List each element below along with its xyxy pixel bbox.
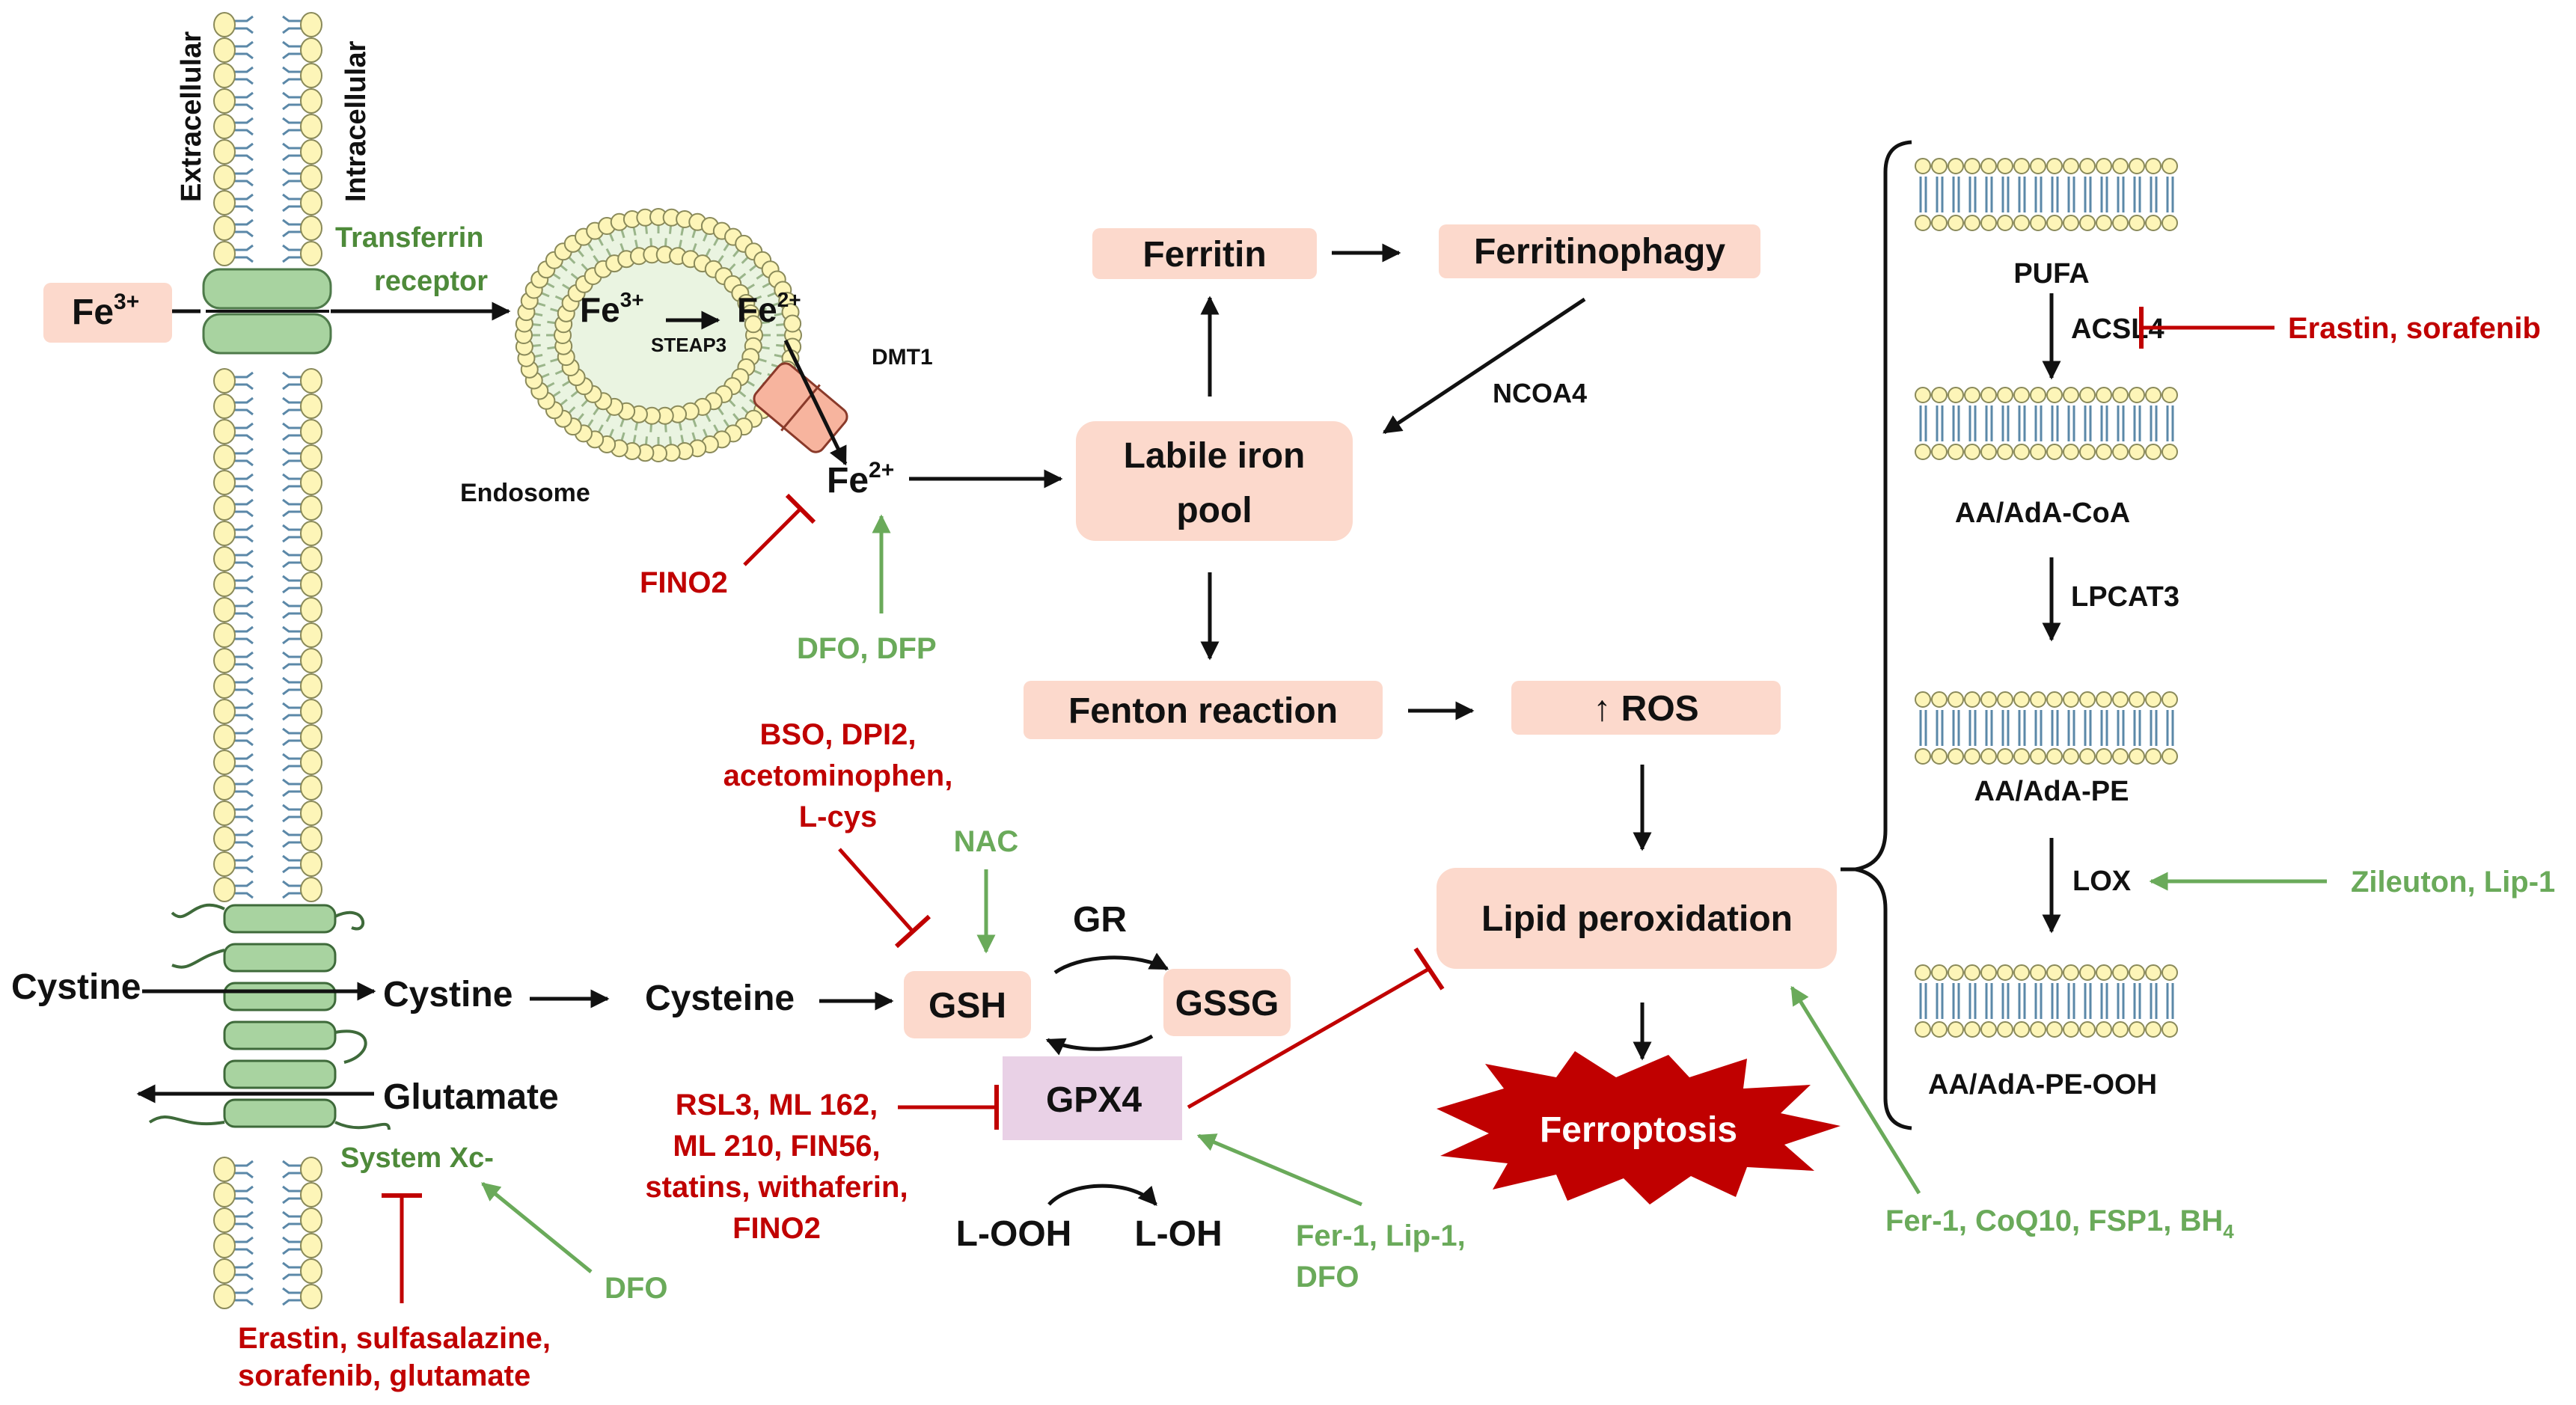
transferrin-receptor-label: Transferrin [335,222,484,254]
dmt1-label: DMT1 [872,345,933,370]
lipid-perox-activator-arrow [1790,985,1921,1195]
gpx4-inhibitor-4: FINO2 [732,1212,821,1245]
fino2-inhibit-bar [785,493,816,524]
transferrin-receptor-label-2: receptor [374,266,488,297]
system-xc-label: System Xc- [340,1142,494,1174]
looh-loh-arrow [1047,1184,1157,1206]
gsh-label: GSH [928,986,1006,1026]
fino2-inhibit-line [743,507,802,566]
cystine-intracellular: Cystine [383,975,513,1014]
gssg-label: GSSG [1175,984,1279,1023]
dfo-dfp-label: DFO, DFP [797,632,937,665]
acsl4-inhibitor: Erastin, sorafenib [2288,312,2541,345]
transferrin-receptor [202,268,332,355]
glutamate-label: Glutamate [383,1077,559,1117]
fe3-ext-label: Fe3+ [72,290,139,332]
gr-cycle-bottom [1045,1034,1154,1056]
gsh-box [904,971,1031,1038]
labile-iron-label-2: pool [1176,491,1252,530]
dmt1-arrow [783,339,848,466]
gsh-inhibit-bar [894,914,931,949]
lipid-perox-box [1437,868,1837,969]
gpx4-box [1003,1056,1182,1140]
gpx4-inhibitor-3: statins, withaferin, [645,1171,908,1204]
system-xc-transporter [148,903,391,1130]
ferritin-label: Ferritin [1142,235,1266,275]
pufa-label: PUFA [2013,258,2089,290]
lox-label: LOX [2072,866,2132,897]
extracellular-label: Extracellular [176,31,207,202]
gsh-inhibitor-1: BSO, DPI2, [760,718,917,751]
fenton-label: Fenton reaction [1068,691,1338,731]
gssg-box [1163,969,1291,1036]
xc-inhibitor-2: sorafenib, glutamate [238,1359,530,1392]
nac-label: NAC [954,825,1019,858]
gr-cycle-top [1053,952,1169,975]
fino2-label: FINO2 [640,566,728,599]
gsh-inhibitor-2: acetominophen, [723,759,953,792]
gpx4-label: GPX4 [1046,1080,1142,1120]
aa-pe-label: AA/AdA-PE [1974,776,2129,807]
labile-iron-label: Labile iron [1124,436,1306,476]
endosome-fe2: Fe2+ [737,288,801,329]
gpx4-activator-2: DFO [1296,1261,1359,1294]
lox-activator: Zileuton, Lip-1 [2351,866,2555,899]
gpx4-inhibitor-1: RSL3, ML 162, [676,1089,878,1121]
endosome-label: Endosome [460,479,590,507]
lipid-perox-activators: Fer-1, CoQ10, FSP1, BH4 [1885,1204,2234,1243]
ferritinophagy-to-labile [1382,297,1586,435]
fe2-released: Fe2+ [827,458,894,501]
ferroptosis-label: Ferroptosis [1540,1110,1737,1150]
gr-label: GR [1073,900,1127,940]
gpx4-inhibitor-2: ML 210, FIN56, [673,1130,880,1163]
lipid-bilayers [1915,158,2178,1038]
xc-dfo-label: DFO [605,1272,667,1305]
lpcat3-label: LPCAT3 [2071,581,2179,613]
looh-label: L-OOH [956,1214,1072,1254]
gsh-inhibit-line [838,848,914,933]
ros-box [1511,681,1781,735]
lipid-perox-label: Lipid peroxidation [1481,899,1793,939]
labile-iron-box [1076,421,1353,541]
fenton-box [1024,681,1383,739]
gpx4-activator-1: Fer-1, Lip-1, [1296,1219,1466,1252]
aa-coa-label: AA/AdA-CoA [1955,498,2130,529]
ferroptosis-star [1437,1051,1841,1204]
cystine-extracellular: Cystine [11,967,141,1007]
ferritinophagy-box [1439,224,1760,278]
gpx4-activator-arrow [1196,1133,1362,1207]
fe3-ext-box [43,283,172,343]
lipid-pathway-brace [1855,140,1912,1130]
xc-inhibitor-1: Erastin, sulfasalazine, [238,1322,551,1355]
ferritinophagy-label: Ferritinophagy [1474,232,1725,272]
endosome-fe3: Fe3+ [580,288,644,329]
ferritin-box [1092,228,1317,279]
xc-dfo-arrow [481,1182,593,1273]
intracellular-label: Intracellular [340,40,372,202]
cysteine-label: Cysteine [645,979,795,1018]
plasma-membrane [213,12,322,1309]
steap3-label: STEAP3 [651,334,726,356]
ncoa4-label: NCOA4 [1493,378,1587,408]
ros-label: ↑ ROS [1593,689,1698,729]
gsh-inhibitor-3: L-cys [799,801,878,833]
gpx4-inhibit-lipid-bar [1413,947,1445,991]
gpx4-inhibit-lipid-line [1187,967,1431,1109]
aa-pe-ooh-label: AA/AdA-PE-OOH [1928,1069,2157,1101]
loh-label: L-OH [1134,1214,1222,1254]
